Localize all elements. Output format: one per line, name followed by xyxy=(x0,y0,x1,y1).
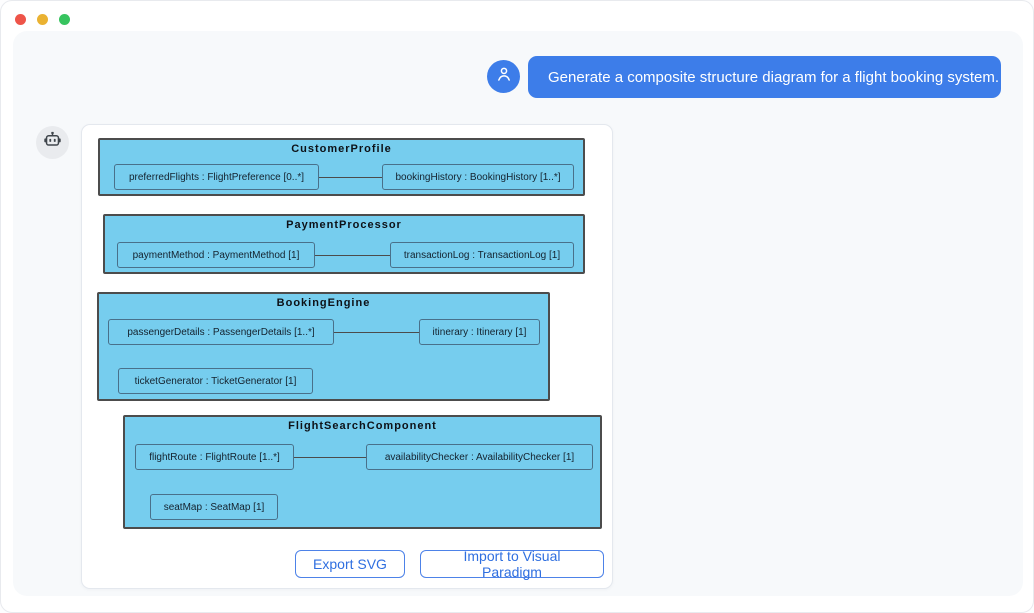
uml-part: preferredFlights : FlightPreference [0..… xyxy=(114,164,319,190)
uml-part: passengerDetails : PassengerDetails [1..… xyxy=(108,319,334,345)
diagram-card: CustomerProfile preferredFlights : Flight… xyxy=(81,124,613,589)
close-window-button[interactable] xyxy=(15,14,26,25)
export-svg-button[interactable]: Export SVG xyxy=(295,550,405,578)
user-message-text: Generate a composite structure diagram f… xyxy=(548,68,1000,86)
uml-part: availabilityChecker : AvailabilityChecke… xyxy=(366,444,593,470)
user-avatar xyxy=(487,60,520,93)
uml-part: itinerary : Itinerary [1] xyxy=(419,319,540,345)
uml-component-CustomerProfile: CustomerProfile preferredFlights : Flight… xyxy=(98,138,585,196)
uml-part: flightRoute : FlightRoute [1..*] xyxy=(135,444,294,470)
minimize-window-button[interactable] xyxy=(37,14,48,25)
uml-component-FlightSearchComponent: FlightSearchComponent flightRoute : Fligh… xyxy=(123,415,602,529)
import-visual-paradigm-button[interactable]: Import to Visual Paradigm xyxy=(420,548,604,580)
uml-part: bookingHistory : BookingHistory [1..*] xyxy=(382,164,574,190)
uml-component-title: PaymentProcessor xyxy=(286,219,402,231)
uml-component-title: FlightSearchComponent xyxy=(288,420,437,432)
uml-component-PaymentProcessor: PaymentProcessor paymentMethod : PaymentM… xyxy=(103,214,585,274)
uml-component-BookingEngine: BookingEngine passengerDetails : Passenge… xyxy=(97,292,550,401)
robot-icon xyxy=(42,130,63,156)
uml-component-title: CustomerProfile xyxy=(291,143,392,155)
person-icon xyxy=(494,64,514,89)
bot-avatar xyxy=(36,126,69,159)
user-message-bubble: Generate a composite structure diagram f… xyxy=(528,56,1001,98)
uml-part: seatMap : SeatMap [1] xyxy=(150,494,278,520)
uml-connector xyxy=(334,332,419,333)
uml-part: transactionLog : TransactionLog [1] xyxy=(390,242,574,268)
uml-connector xyxy=(315,255,390,256)
uml-component-title: BookingEngine xyxy=(276,297,371,309)
uml-part: paymentMethod : PaymentMethod [1] xyxy=(117,242,315,268)
maximize-window-button[interactable] xyxy=(59,14,70,25)
uml-diagram: CustomerProfile preferredFlights : Flight… xyxy=(82,125,612,588)
uml-part: ticketGenerator : TicketGenerator [1] xyxy=(118,368,313,394)
uml-connector xyxy=(294,457,366,458)
window-controls xyxy=(15,14,70,25)
uml-connector xyxy=(319,177,382,178)
